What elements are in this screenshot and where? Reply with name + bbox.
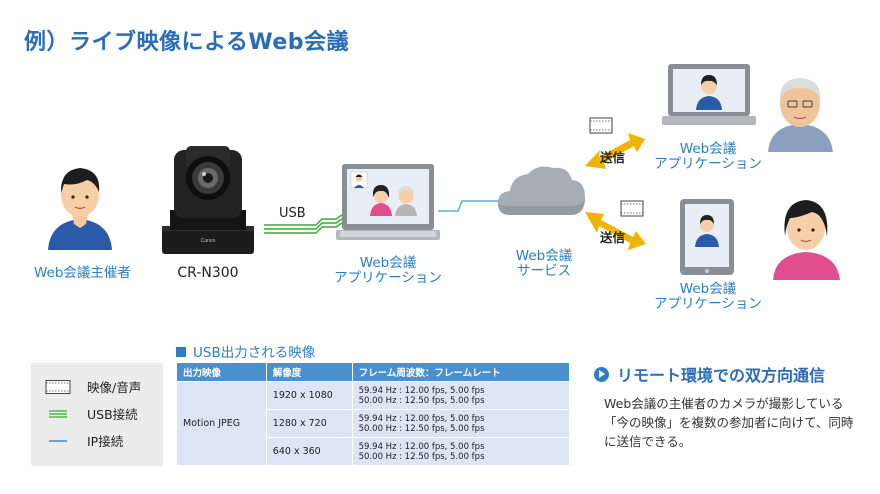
tablet-icon	[680, 199, 734, 275]
camera-label: CR-N300	[177, 265, 239, 281]
legend-item-usb: USB接続	[45, 404, 138, 422]
legend-label: 映像/音声	[87, 379, 142, 395]
ptz-camera-icon: Canon	[162, 146, 254, 254]
host-label: Web会議主催者	[34, 265, 131, 281]
laptop-app-label: Web会議 アプリケーション	[334, 255, 442, 286]
square-bullet-icon	[176, 347, 186, 357]
service-label: Web会議 サービス	[515, 248, 573, 279]
camera-brand: Canon	[201, 238, 216, 244]
host-laptop-icon	[336, 164, 440, 240]
resolution-cell: 1280 x 720	[265, 409, 353, 438]
usb-line-icon	[45, 406, 71, 420]
film-icon	[589, 117, 613, 134]
elderly-participant-icon	[768, 78, 833, 152]
resolution-cell: 640 x 360	[265, 437, 353, 466]
table-title: USB出力される映像	[176, 341, 315, 361]
send-label-top: 送信	[600, 150, 626, 165]
legend-item-film: 映像/音声	[45, 377, 141, 395]
ip-line-icon	[45, 433, 71, 447]
table-header: フレーム周波数：フレームレート	[351, 362, 571, 382]
conference-diagram: Canon	[48, 64, 840, 280]
table-row: Motion JPEG 1920 x 1080 59.94 Hz : 12.00…	[176, 381, 571, 466]
send-label-bottom: 送信	[600, 230, 626, 245]
film-icon	[620, 200, 644, 217]
legend-label: IP接続	[87, 433, 124, 449]
table-header: 解像度	[265, 362, 353, 382]
remote-title: リモート環境での双方向通信	[617, 366, 826, 385]
usb-output-table: 出力映像 解像度 フレーム周波数：フレームレート Motion JPEG 192…	[176, 362, 571, 466]
usb-connection-line	[264, 212, 346, 234]
page-title: 例）ライブ映像によるWeb会議	[24, 30, 349, 55]
remote-section-header: リモート環境での双方向通信	[594, 362, 825, 386]
table-header-row: 出力映像 解像度 フレーム周波数：フレームレート	[176, 362, 571, 382]
host-person-icon	[48, 168, 112, 250]
remote-description: Web会議の主催者のカメラが撮影している「今の映像」を複数の参加者に向けて、同時…	[604, 396, 854, 449]
remote-app-label-top: Web会議 アプリケーション	[654, 141, 762, 172]
usb-label: USB	[279, 206, 306, 221]
resolution-cell: 1920 x 1080	[265, 381, 353, 410]
legend: 映像/音声 USB接続 IP接続	[31, 363, 163, 466]
table-row: 640 x 360 59.94 Hz : 12.00 fps, 5.00 fps…	[177, 437, 571, 466]
ip-connection-line	[438, 200, 500, 212]
format-cell: Motion JPEG	[176, 381, 267, 466]
table-header: 出力映像	[176, 362, 267, 382]
legend-item-ip: IP接続	[45, 431, 123, 449]
send-arrow-bottom	[585, 212, 646, 250]
film-icon	[45, 379, 71, 394]
remote-laptop-icon	[662, 64, 756, 125]
remote-app-label-bottom: Web会議 アプリケーション	[654, 281, 762, 312]
play-bullet-icon	[594, 366, 609, 382]
cloud-icon	[498, 166, 585, 215]
send-arrow-top	[585, 133, 645, 169]
female-participant-icon	[773, 200, 840, 280]
legend-label: USB接続	[87, 406, 138, 422]
